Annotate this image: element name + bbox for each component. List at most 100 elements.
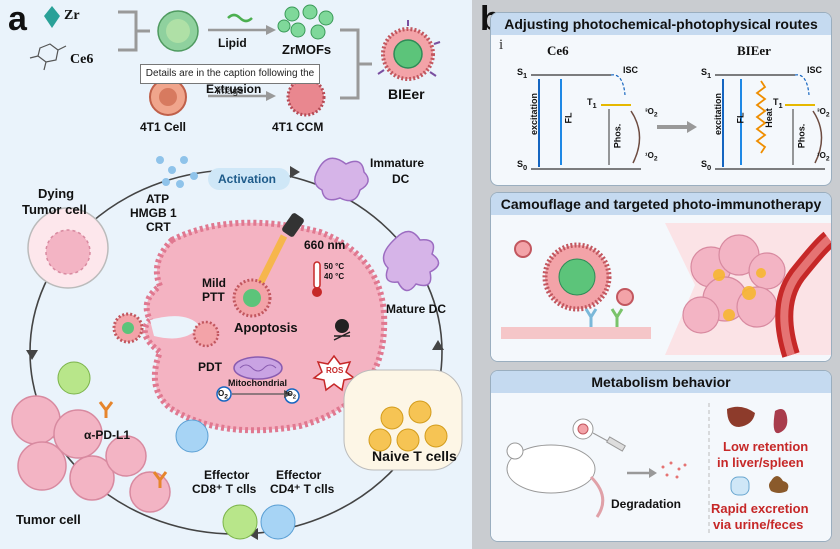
receptor-blue	[584, 308, 598, 327]
singlet-o2-right: ¹O2	[817, 151, 830, 163]
t1-left: T1	[587, 97, 597, 110]
mature-dc	[382, 230, 440, 292]
degradation-particles	[661, 461, 687, 479]
ros-burst	[312, 354, 356, 392]
hmgb-label: HMGB 1	[130, 206, 177, 220]
mitochondria-icon	[233, 356, 283, 380]
membrane-strip	[501, 327, 651, 339]
low-retention-label-1: Low retention	[723, 439, 809, 454]
card-photochemical-routes: Adjusting photochemical-photophysical ro…	[490, 12, 832, 186]
card-metabolism: Metabolism behavior iii Degradation Low …	[490, 370, 832, 542]
triplet-o2-left: ³O2	[645, 107, 658, 119]
mild-label: Mild	[202, 276, 226, 290]
card-3-title: Metabolism behavior	[491, 371, 831, 393]
4t1-ccm-label: 4T1 CCM	[272, 120, 324, 134]
immature-dc-label-1: Immature	[370, 156, 425, 170]
dying-label-1: Dying	[38, 186, 75, 201]
dying-label-2: Tumor cell	[22, 202, 87, 217]
rapid-excretion-label-2: via urine/feces	[713, 517, 804, 532]
singlet-o2-left: ¹O2	[645, 151, 658, 163]
naive-t-cells-label: Naive T cells	[372, 448, 457, 464]
bieer-receptors	[377, 20, 441, 77]
isc-right: ISC	[807, 65, 823, 75]
tumor-cell-label: Tumor cell	[16, 512, 81, 527]
t-cell-blue	[175, 419, 209, 453]
tumor-cell-cluster	[11, 395, 171, 513]
internalized-particle	[192, 320, 220, 348]
degradation-label: Degradation	[611, 497, 682, 511]
heat-bursts	[713, 268, 766, 321]
apoptosis-label: Apoptosis	[234, 320, 298, 335]
camouflage-illustration	[491, 215, 831, 361]
triplet-o2-right: ³O2	[817, 107, 830, 119]
zr-gem-icon	[44, 6, 60, 28]
feces-icon	[769, 476, 789, 493]
excitation-right: excitation	[713, 92, 724, 136]
pdt-label: PDT	[198, 360, 222, 374]
extrusion-arrow-head	[266, 91, 276, 101]
ce6-title: Ce6	[547, 43, 569, 58]
card-1-roman: i	[499, 37, 504, 53]
excitation-left: excitation	[529, 92, 540, 136]
caption-tooltip: Details are in the caption following the…	[140, 64, 320, 97]
mature-dc-label: Mature DC	[386, 302, 447, 316]
s1-left: S1	[517, 67, 528, 80]
effector-cd8-label-2: CD8⁺ T clls	[192, 482, 257, 496]
effector-cd4-cell	[260, 504, 296, 540]
laser-wavelength-label: 660 nm	[304, 238, 346, 252]
phos-left: Phos.	[612, 123, 623, 149]
laser-emitter	[282, 213, 304, 237]
phos-right: Phos.	[796, 123, 807, 149]
cell-notch	[150, 316, 200, 339]
anti-pdl1-label: α-PD-L1	[84, 428, 131, 442]
mitochondrial-label: Mitochondrial	[228, 378, 287, 388]
thermometer-icon	[313, 261, 321, 289]
bieer-label: BIEer	[388, 86, 425, 102]
effector-cd8-label-1: Effector	[204, 468, 250, 482]
s0-right: S0	[701, 159, 712, 172]
immature-dc-label-2: DC	[392, 172, 410, 186]
ce6-molecule-icon	[29, 43, 67, 71]
bieer-title: BIEer	[737, 43, 771, 58]
bladder-icon	[730, 476, 750, 496]
t-cell-green	[57, 361, 91, 395]
crt-label: CRT	[146, 220, 171, 234]
temp-50-label: 50 °C	[324, 262, 345, 271]
zrmofs-label: ZrMOFs	[282, 42, 332, 57]
effector-cd4-label-2: CD4⁺ T clls	[270, 482, 335, 496]
s1-right: S1	[701, 67, 712, 80]
jablonski-diagrams	[531, 74, 825, 170]
synthesis-bracket	[118, 10, 150, 52]
spleen-icon	[773, 409, 788, 434]
lipid-label: Lipid	[218, 36, 247, 50]
isc-left: ISC	[623, 65, 639, 75]
temp-40-label: 40 °C	[324, 272, 345, 281]
liver-icon	[727, 406, 755, 427]
antibody-icons	[98, 401, 168, 488]
fl-left: FL	[563, 112, 574, 124]
extrusion-label: Extrusion	[206, 82, 262, 96]
bieer-small-1	[514, 240, 532, 258]
immature-dc	[314, 157, 369, 202]
receptor-green	[610, 308, 624, 327]
tumor-mass	[682, 234, 786, 334]
o2-bubble	[216, 386, 232, 402]
singlet-o2-label: ¹O2	[285, 391, 297, 401]
lipid-icon	[227, 13, 253, 23]
naive-t-cells	[368, 400, 448, 452]
fl-right: FL	[735, 112, 746, 124]
activation-pill	[208, 168, 290, 190]
metabolism-illustration	[491, 393, 831, 541]
damp-particles	[156, 156, 198, 188]
o2-label: O2	[218, 389, 228, 401]
activation-label: Activation	[218, 172, 277, 186]
atp-label: ATP	[146, 192, 170, 206]
ce6-label: Ce6	[70, 52, 94, 67]
heat-right: Heat	[763, 108, 774, 128]
low-retention-label-2: in liver/spleen	[717, 455, 804, 470]
4t1-cell-label: 4T1 Cell	[140, 120, 187, 134]
ce6-jablonski	[531, 74, 641, 170]
effector-cd4-label-1: Effector	[276, 468, 322, 482]
zrmofs-cluster	[277, 4, 334, 40]
zr-label: Zr	[64, 8, 80, 23]
